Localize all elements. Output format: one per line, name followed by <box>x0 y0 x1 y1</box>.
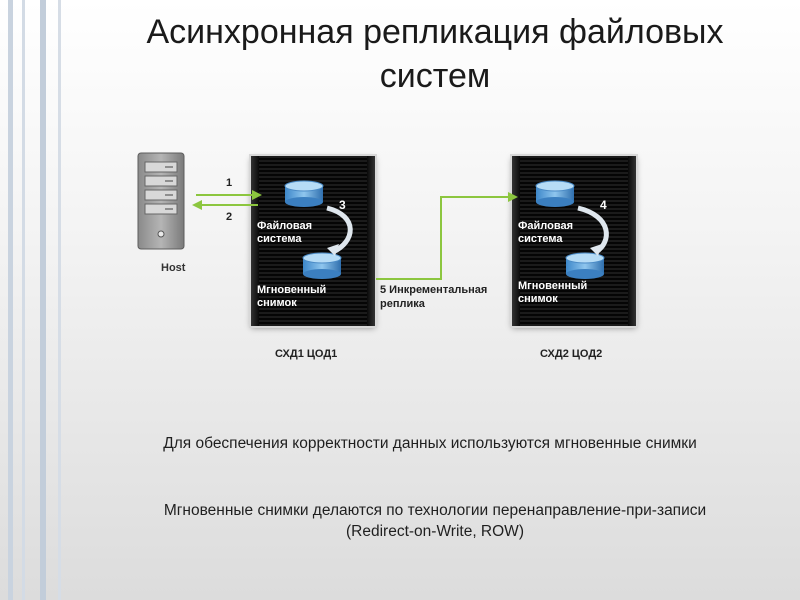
rack-edge <box>512 156 520 326</box>
left-stripes-decoration <box>0 0 70 600</box>
storage-2-disks-icon <box>535 180 609 279</box>
storage-1-snapshot-label: Мгновенный снимок <box>257 284 327 309</box>
storage-1-rack: 3 Файловая система Мгновенный снимок <box>251 156 375 326</box>
replica-arrow-head <box>508 192 518 202</box>
storage-1-caption: СХД1 ЦОД1 <box>275 348 338 360</box>
host-server-icon <box>137 152 185 250</box>
rack-edge <box>251 156 259 326</box>
arrow-2-head <box>192 200 202 210</box>
text-line-1: Для обеспечения корректности данных испо… <box>163 435 697 452</box>
storage-2-step-number: 4 <box>600 198 607 212</box>
storage-2-rack: 4 Файловая система Мгновенный снимок <box>512 156 636 326</box>
host-label: Host <box>161 262 186 274</box>
storage-1-disks-icon <box>284 180 353 279</box>
stripe <box>58 0 61 600</box>
stripe <box>22 0 25 600</box>
arrow-1-label: 1 <box>226 177 233 189</box>
replica-label: 5 Инкрементальная реплика <box>380 284 488 310</box>
stripe <box>40 0 46 600</box>
stripe <box>8 0 13 600</box>
arrow-1-head <box>252 190 262 200</box>
slide-title: Асинхронная репликация файловых систем <box>146 13 724 95</box>
arrow-2-label: 2 <box>226 211 233 223</box>
rack-edge <box>628 156 636 326</box>
text-line-2: Мгновенные снимки делаются по технологии… <box>163 502 707 540</box>
rack-edge <box>367 156 375 326</box>
storage-2-fs-label: Файловая система <box>518 220 573 245</box>
storage-1-fs-label: Файловая система <box>257 220 312 245</box>
storage-1-step-number: 3 <box>339 198 346 212</box>
storage-2-snapshot-label: Мгновенный снимок <box>518 280 588 305</box>
storage-2-caption: СХД2 ЦОД2 <box>540 348 603 360</box>
